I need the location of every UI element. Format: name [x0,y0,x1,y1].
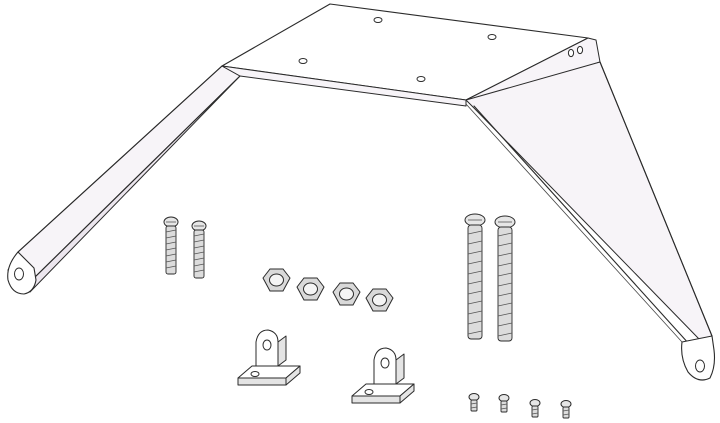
flange-hole-1 [567,48,575,58]
hex-nut-2 [296,277,325,301]
top-plate-front-edge [221,65,467,107]
small-screw-2 [498,394,510,413]
right-foot-tab [681,335,716,381]
short-screw-2 [191,220,207,279]
long-screw-2 [494,215,516,342]
small-screw-3 [529,399,541,418]
left-leg-outer-face [7,65,241,293]
flange-hole-2 [576,45,584,55]
l-bracket-2 [351,347,415,404]
plate-hole-3 [298,58,308,64]
hex-nut-1 [262,268,291,292]
plate-hole-4 [416,76,426,82]
hex-nut-4 [365,288,394,312]
mounting-bracket [7,3,716,381]
small-screw-4 [560,400,572,419]
right-foot-hole [695,359,705,373]
long-screw-1 [464,213,486,340]
short-screw-1 [163,216,179,275]
plate-hole-2 [487,34,497,40]
small-screw-1 [468,393,480,412]
left-foot-hole [14,267,24,281]
hex-nut-3 [332,282,361,306]
plate-hole-1 [373,17,383,23]
l-bracket-1 [237,329,301,386]
